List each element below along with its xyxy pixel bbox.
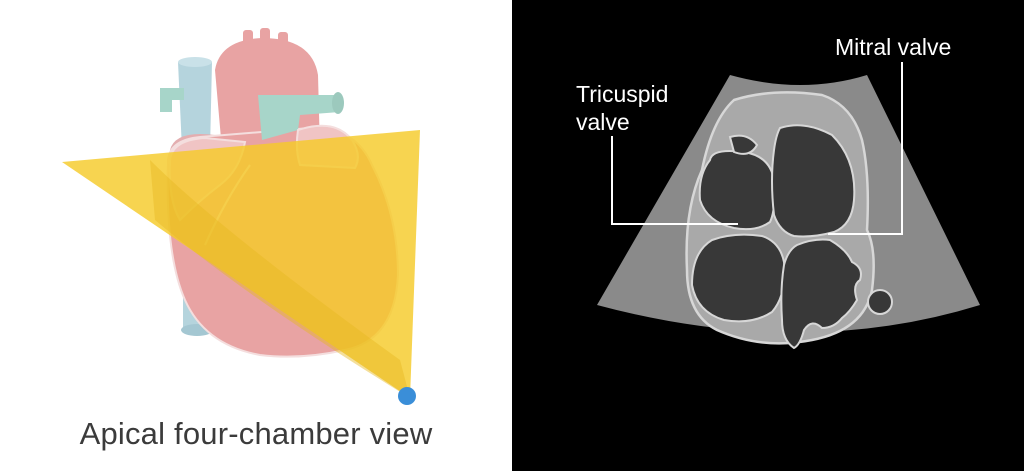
tricuspid-label-line1: Tricuspid [576,81,669,107]
pulmonary-vein [160,88,184,112]
anatomy-panel: Apical four-chamber view [62,28,433,451]
tricuspid-label-line2: valve [576,109,630,135]
probe-position-dot [398,387,416,405]
tricuspid-leader-line [611,136,738,225]
left-ventricle-chamber [771,124,856,238]
ultrasound-panel: Tricuspid valve Mitral valve [512,0,1024,471]
tricuspid-valve-label: Tricuspid valve [576,80,668,136]
left-atrium-chamber [780,238,862,350]
imaging-plane [62,130,420,398]
view-caption: Apical four-chamber view [79,416,433,451]
echo-schematic [597,62,980,350]
heart-illustration [62,28,420,405]
mitral-valve-label: Mitral valve [835,34,952,60]
right-atrium-chamber [690,233,786,323]
pulmonary-artery [258,95,340,140]
vena-cava [178,62,212,150]
right-ventricle-chamber [698,150,776,231]
mitral-leader-line [828,62,903,235]
descending-aorta [867,289,893,315]
